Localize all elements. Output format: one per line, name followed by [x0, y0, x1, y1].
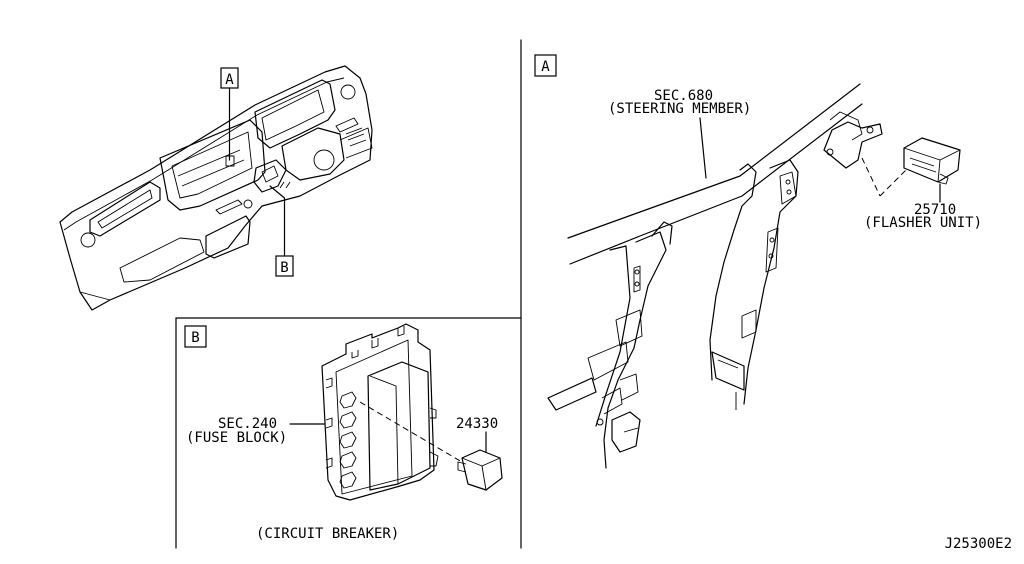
- instrument-panel-drawing: [59, 65, 373, 311]
- circuit-breaker-caption: (CIRCUIT BREAKER): [256, 526, 399, 542]
- fuse-block-name: (FUSE BLOCK): [186, 430, 287, 446]
- callout-a-label: A: [225, 72, 234, 88]
- panel-a: A: [534, 54, 982, 469]
- panel-a-tag: A: [541, 59, 550, 75]
- drawing-code: J25300E2: [945, 536, 1012, 552]
- callout-a: A: [220, 67, 239, 161]
- fuse-block-label: SEC.240 (FUSE BLOCK): [186, 416, 325, 446]
- circuit-breaker-drawing: [359, 401, 503, 491]
- panel-dividers: [175, 39, 522, 549]
- flasher-unit-drawing: [861, 137, 961, 203]
- panel-b-tag: B: [191, 330, 199, 346]
- fuse-block-sec: SEC.240: [218, 416, 277, 432]
- flasher-unit-number: 25710: [914, 202, 956, 218]
- fuse-block-drawing: [321, 323, 439, 501]
- steering-member-sec: SEC.680: [654, 88, 713, 104]
- circuit-breaker-number: 24330: [456, 416, 498, 432]
- steering-member-desc: (STEERING MEMBER): [608, 101, 751, 117]
- flasher-unit-name: (FLASHER UNIT): [864, 215, 982, 231]
- steering-member-label: SEC.680 SEC.680 (STEERING MEMBER): [608, 88, 751, 179]
- steering-member-drawing: [547, 83, 883, 469]
- callout-b-label: B: [280, 260, 288, 276]
- callout-b: B: [269, 185, 294, 277]
- panel-b: B: [184, 323, 503, 542]
